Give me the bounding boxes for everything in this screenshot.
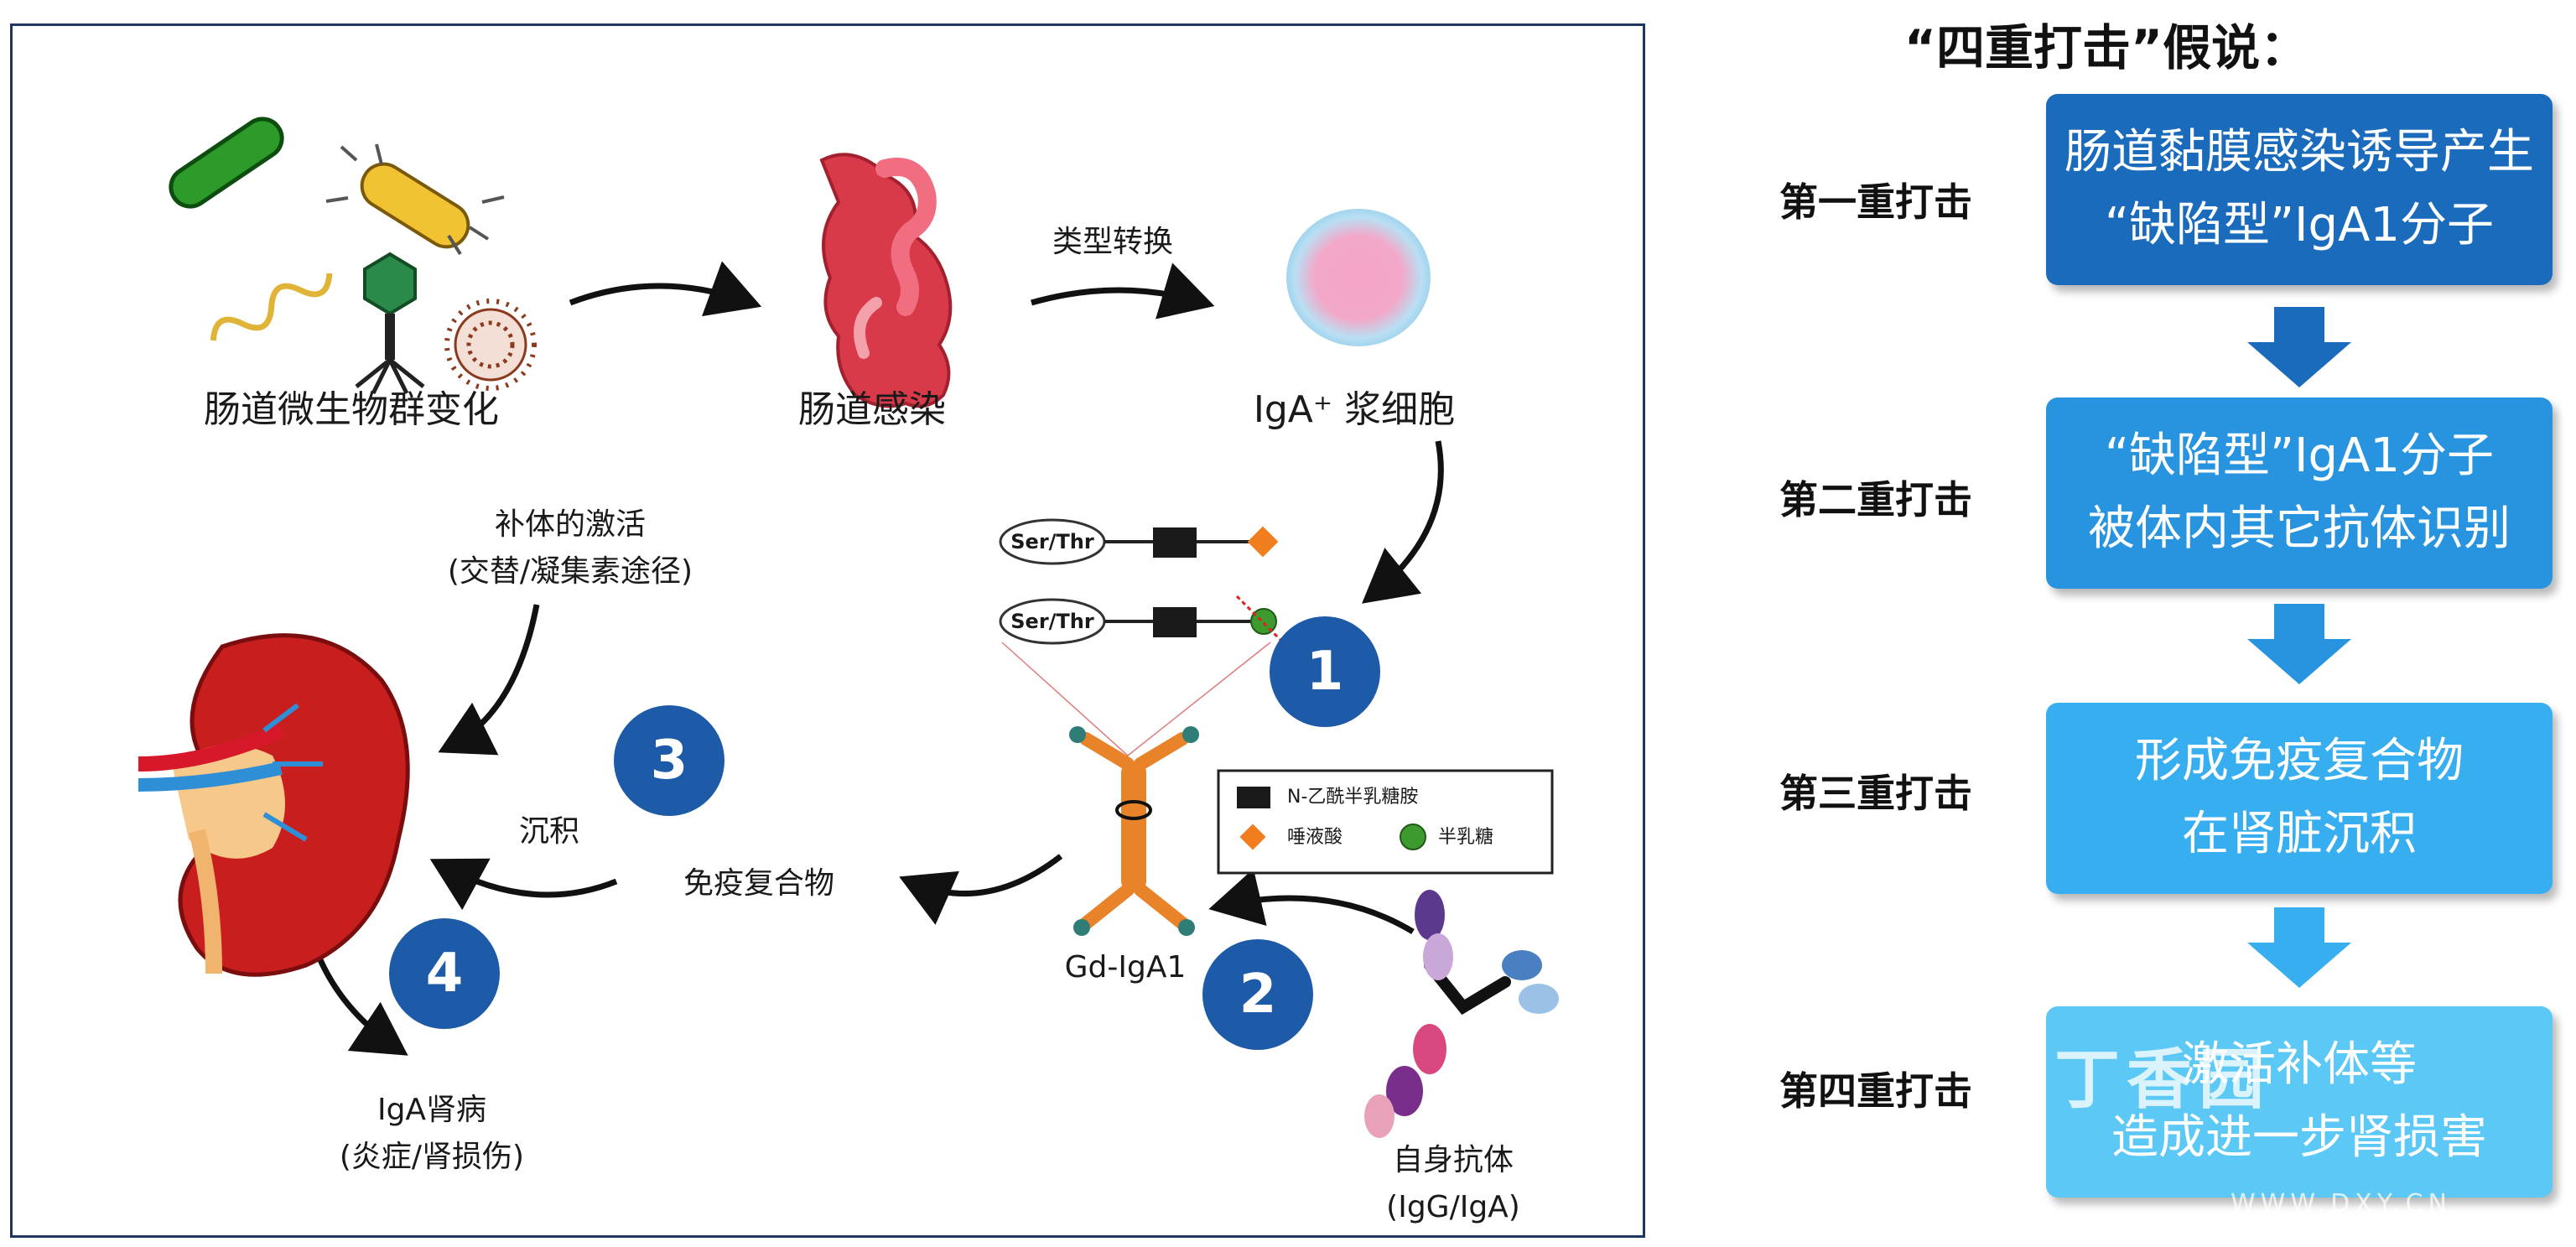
spirochete-icon [210,273,333,341]
label-deposition: 沉积 [518,814,580,849]
glycan-chain-2 [999,595,1289,648]
flow-box-4: 激活补体等 造成进一步肾损害 [2046,1006,2553,1198]
flow-arrow-3 [2247,907,2351,988]
step-label-4: 第四重打击 [1779,1068,1972,1114]
arrow-microbiome-to-infection [569,261,762,317]
flow-box-1: 肠道黏膜感染诱导产生 “缺陷型”IgA1分子 [2046,94,2553,285]
flow-arrow-1 [2247,307,2351,387]
flow-box-3: 形成免疫复合物 在肾脏沉积 [2046,703,2553,894]
legend-galactose-label: 半乳糖 [1438,827,1494,848]
microbe-icons [169,117,537,395]
watermark-site: WWW.DXY.CN [2231,1189,2452,1218]
rod-bacterium-icon [169,117,284,209]
step-badge-4: 4 [389,918,500,1029]
gd-iga1-molecule-icon [1069,726,1199,936]
arrow-complement-to-kidney [438,604,540,756]
flagellated-bacterium-icon [325,143,505,256]
step-label-2: 第二重打击 [1779,477,1972,522]
watermark-logo: 丁香园 [2054,1042,2272,1118]
flow-box-1-line1: 肠道黏膜感染诱导产生 [2064,125,2534,180]
virus-icon [444,299,537,391]
flow-box-3-line2: 在肾脏沉积 [2182,807,2417,861]
label-ser-thr-1: Ser/Thr [1010,530,1094,553]
zoom-lines [1001,642,1271,756]
flow-box-4-line1: 激活补体等 [2182,1037,2417,1093]
arrow-gd-to-complex [899,854,1063,925]
flow-title: “四重打击”假说： [1903,19,2309,76]
glycan-chain-1 [999,518,1279,565]
label-infection: 肠道感染 [798,388,946,431]
arrow-infection-to-plasma [1031,262,1215,320]
label-complement-2: (交替/凝集素途径) [447,554,693,589]
intestine-icon [819,153,953,408]
flow-box-2-line1: “缺陷型”IgA1分子 [2104,429,2495,484]
bacteriophage-icon [355,252,425,395]
label-autoantibody-1: 自身抗体 [1392,1143,1514,1177]
flow-arrow-2 [2247,604,2351,684]
label-complement-1: 补体的激活 [494,507,647,542]
flow-box-3-line1: 形成免疫复合物 [2135,734,2464,789]
label-nephropathy-1: IgA肾病 [377,1093,487,1127]
arrow-autoantibody-to-gd [1208,868,1415,935]
flow-box-2: “缺陷型”IgA1分子 被体内其它抗体识别 [2046,397,2553,589]
step-badge-1: 1 [1270,616,1380,727]
step-label-1: 第一重打击 [1779,179,1972,225]
label-ser-thr-2: Ser/Thr [1010,610,1094,633]
label-autoantibody-2: (IgG/IgA) [1386,1190,1520,1224]
plasma-cell-icon [1286,209,1431,346]
step-badge-3: 3 [614,705,724,816]
legend-galnac-label: N-乙酰半乳糖胺 [1287,787,1419,808]
label-class-switch: 类型转换 [1052,225,1174,259]
label-gd-iga1: Gd-IgA1 [1064,950,1187,985]
flow-box-1-line2: “缺陷型”IgA1分子 [2104,198,2495,252]
legend-galactose-swatch [1400,824,1426,850]
legend-sialic-label: 唾液酸 [1287,827,1343,848]
autoantibody-icon [1364,890,1559,1138]
legend-galnac-swatch [1237,787,1270,808]
legend-box [1217,769,1554,875]
step-label-3: 第三重打击 [1779,771,1972,816]
step-badge-2: 2 [1202,939,1313,1050]
label-immune-complex: 免疫复合物 [683,866,835,901]
arrow-plasma-to-gd [1362,440,1444,604]
diagram-panel: 肠道微生物群变化 肠道感染 类型转换 IgA⁺ 浆细胞 补体的激活 (交替/凝集… [10,23,1645,1238]
flow-box-4-line2: 造成进一步肾损害 [2111,1110,2487,1165]
kidney-icon [138,633,410,977]
label-plasma-cell: IgA⁺ 浆细胞 [1253,388,1456,431]
label-nephropathy-2: (炎症/肾损伤) [339,1140,525,1174]
label-microbiome: 肠道微生物群变化 [204,388,499,431]
diagram-canvas [138,117,1559,1138]
flow-box-2-line2: 被体内其它抗体识别 [2088,501,2511,556]
arrow-complex-to-kidney [429,858,618,911]
